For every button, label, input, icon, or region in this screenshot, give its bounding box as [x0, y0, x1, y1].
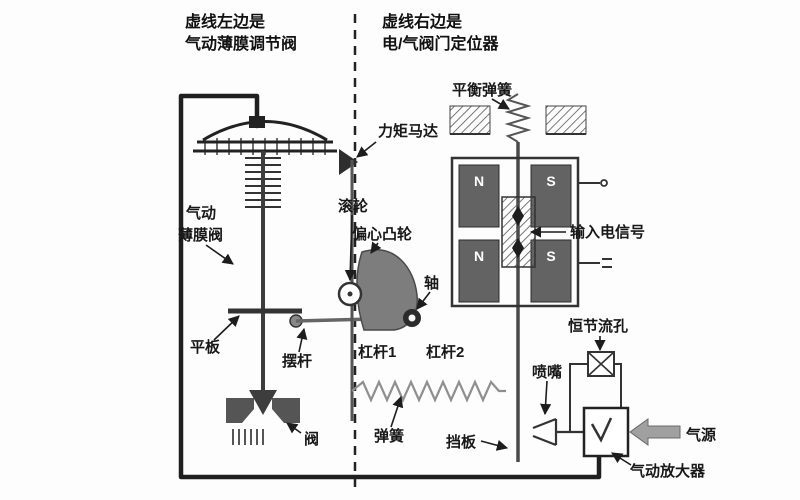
- valve-seat-right: [272, 398, 300, 423]
- label-torque-motor: 力矩马达: [378, 122, 438, 140]
- leader-roller: [344, 214, 356, 282]
- orifice-x2: [587, 351, 615, 377]
- valve-hatching: [232, 429, 264, 445]
- pneumatic-circuit: [532, 351, 681, 458]
- leader-torque-motor: [356, 141, 377, 158]
- label-plate: 平板: [190, 338, 221, 356]
- magnet-label-n1: N: [474, 173, 484, 189]
- valve-body: [226, 390, 300, 445]
- balance-spring-coil: [504, 93, 532, 143]
- label-air-source: 气源: [685, 426, 716, 444]
- anchor-wall-left: [449, 105, 491, 135]
- valve-plug: [249, 390, 277, 415]
- label-valve: 阀: [304, 430, 319, 448]
- coil-marker-top: [512, 206, 524, 226]
- label-lever1: 杠杆1: [358, 343, 396, 361]
- leader-amplifier: [611, 452, 632, 466]
- coil-marker-bottom: [512, 238, 524, 258]
- leader-diaphragm-valve: [205, 244, 234, 265]
- magnet-label-n2: N: [474, 248, 484, 264]
- header-right-line2: 电/气阀门定位器: [382, 34, 499, 53]
- magnet-s-top: [530, 164, 572, 228]
- label-balance-spring: 平衡弹簧: [452, 81, 512, 99]
- flange-bolts: [204, 138, 326, 155]
- magnet-label-s2: S: [546, 248, 555, 264]
- air-tube-loop: [178, 93, 602, 480]
- anchor-wall-right: [545, 105, 587, 135]
- label-swing-rod: 摆杆: [282, 352, 312, 370]
- nozzle: [532, 417, 558, 447]
- leader-swing-rod: [296, 327, 308, 353]
- header-left-line1: 虚线左边是: [185, 12, 265, 31]
- label-baffle: 挡板: [446, 433, 477, 451]
- magnet-s-bottom: [530, 239, 572, 303]
- label-lever2: 杠杆2: [426, 343, 464, 361]
- magnet-n-top: [458, 164, 500, 228]
- leader-shaft: [416, 291, 431, 310]
- leader-spring: [390, 395, 404, 428]
- leader-lines: [205, 98, 632, 466]
- roller-center: [347, 291, 353, 297]
- label-roller: 滚轮: [338, 197, 368, 215]
- torque-motor: N N S S: [450, 156, 612, 308]
- label-constant-orifice: 恒节流孔: [568, 317, 628, 335]
- amplifier-symbol: [590, 417, 613, 443]
- label-diaphragm-line2: 薄膜阀: [178, 226, 223, 244]
- terminal-plus: [600, 179, 608, 187]
- motor-frame: [450, 156, 580, 308]
- air-source-arrow: [629, 418, 681, 446]
- header-left-line2: 气动薄膜调节阀: [184, 34, 297, 53]
- label-nozzle: 喷嘴: [532, 363, 562, 381]
- label-diaphragm-line1: 气动: [185, 204, 216, 222]
- magnet-label-s1: S: [546, 173, 555, 189]
- balance-spring-assembly: [449, 93, 587, 143]
- magnet-n-bottom: [458, 239, 500, 303]
- cam-shaft-center: [408, 314, 416, 322]
- leader-nozzle: [540, 380, 552, 416]
- orifice-line-right: [614, 363, 622, 408]
- leader-baffle: [480, 439, 509, 451]
- label-shaft: 轴: [424, 274, 439, 292]
- orifice-line-left: [569, 363, 588, 432]
- lever-cam-assembly: [337, 149, 506, 421]
- diaphragm-dome: [202, 120, 328, 142]
- leader-valve: [286, 422, 302, 434]
- leader-plate: [213, 315, 240, 341]
- header-right-line1: 虚线右边是: [382, 12, 462, 31]
- valve-seat-left: [226, 398, 254, 423]
- label-input-signal: 输入电信号: [570, 223, 645, 241]
- torque-motor-flag: [339, 149, 358, 175]
- text-labels: 虚线左边是 气动薄膜调节阀 虚线右边是 电/气阀门定位器 平衡弹簧 力矩马达 滚…: [178, 12, 716, 480]
- leader-balance-spring: [491, 98, 510, 110]
- leader-cam: [370, 241, 382, 254]
- label-spring: 弹簧: [374, 427, 404, 445]
- label-pneumatic-amplifier: 气动放大器: [629, 462, 706, 480]
- feedback-spring: [351, 379, 506, 403]
- label-eccentric-cam: 偏心凸轮: [352, 225, 412, 243]
